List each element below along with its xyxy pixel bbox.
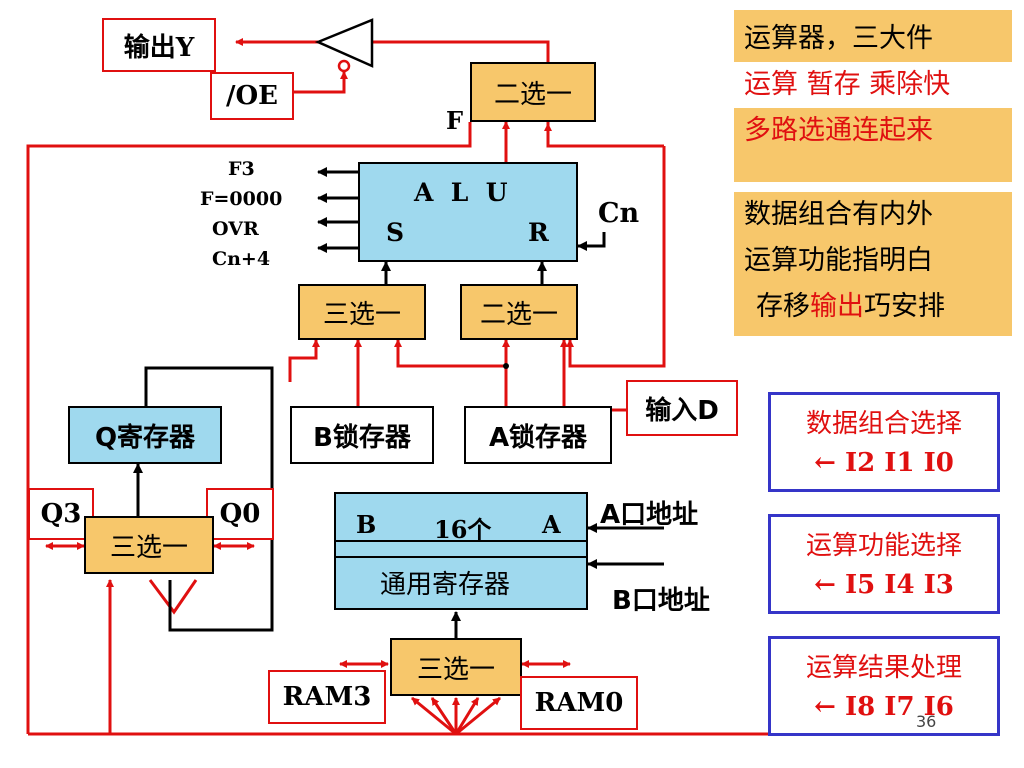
register-file: B 16个 A 通用寄存器 xyxy=(334,492,588,610)
selector-result-bits: ← I8 I7 I6 xyxy=(814,692,954,722)
ram-mux: 三选一 xyxy=(390,638,522,696)
note-line-2: 运算 暂存 乘除快 xyxy=(734,62,1014,108)
b-port-address: B口地址 xyxy=(612,586,710,616)
selector-data-combo-bits: ← I2 I1 I0 xyxy=(814,448,954,478)
output-y-label: 输出Y xyxy=(102,18,216,72)
flag-carry-out: Cn+4 xyxy=(212,248,271,270)
input-d-label: 输入D xyxy=(626,380,738,436)
a-latch: A锁存器 xyxy=(464,406,612,464)
q-register: Q寄存器 xyxy=(68,406,222,464)
selector-alu-function-title: 运算功能选择 xyxy=(805,531,962,561)
q0-label: Q0 xyxy=(206,488,274,540)
note-box-details: 数据组合有内外 运算功能指明白 存移输出巧安排 xyxy=(734,192,1012,336)
q3-label: Q3 xyxy=(28,488,94,540)
ram3-label: RAM3 xyxy=(268,670,386,724)
alu-r-mux: 二选一 xyxy=(460,284,578,340)
f-output-label: F xyxy=(446,106,464,135)
alu-s-mux: 三选一 xyxy=(298,284,426,340)
flag-f3: F3 xyxy=(228,158,255,180)
flag-zero: F=0000 xyxy=(200,188,283,210)
note-line-1: 运算器，三大件 xyxy=(744,23,933,54)
output-mux: 二选一 xyxy=(470,62,596,122)
selector-result-title: 运算结果处理 xyxy=(805,653,962,683)
note2-line-2: 运算功能指明白 xyxy=(744,245,933,276)
regfile-b-port: B xyxy=(356,510,377,539)
note2-line-1: 数据组合有内外 xyxy=(744,199,933,230)
selector-data-combo: 数据组合选择 ← I2 I1 I0 xyxy=(768,392,1000,492)
regfile-a-port: A xyxy=(542,510,561,539)
selector-result: 运算结果处理 ← I8 I7 I6 xyxy=(768,636,1000,736)
alu-r-port: R xyxy=(528,218,549,247)
ram0-label: RAM0 xyxy=(520,676,638,730)
regfile-count: 16个 xyxy=(434,515,492,544)
oe-label: /OE xyxy=(210,72,294,120)
q-mux: 三选一 xyxy=(84,516,214,574)
regfile-name: 通用寄存器 xyxy=(380,570,511,600)
page-number: 36 xyxy=(916,712,937,731)
alu-block: A L U S R xyxy=(358,162,578,262)
selector-alu-function: 运算功能选择 ← I5 I4 I3 xyxy=(768,514,1000,614)
note2-line-3: 存移输出巧安排 xyxy=(756,291,945,322)
selector-alu-function-bits: ← I5 I4 I3 xyxy=(814,570,954,600)
flag-ovr: OVR xyxy=(212,218,259,240)
alu-s-port: S xyxy=(386,218,405,247)
selector-data-combo-title: 数据组合选择 xyxy=(805,409,962,439)
b-latch: B锁存器 xyxy=(290,406,434,464)
note-line-3: 多路选通连起来 xyxy=(744,115,933,146)
a-port-address: A口地址 xyxy=(600,500,699,530)
alu-title: A L U xyxy=(414,178,508,207)
carry-in-label: Cn xyxy=(598,198,640,229)
note-box-summary: 运算器，三大件 运算 暂存 乘除快 多路选通连起来 xyxy=(734,10,1014,182)
